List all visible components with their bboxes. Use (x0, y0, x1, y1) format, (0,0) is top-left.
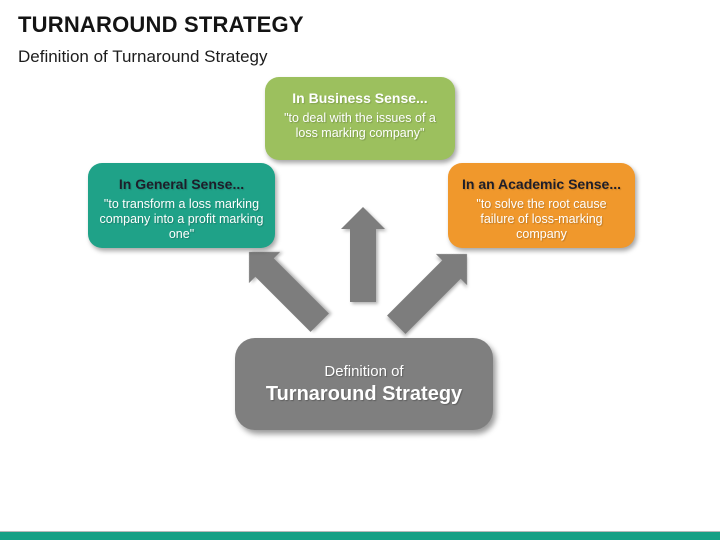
academic-sense-box: In an Academic Sense... "to solve the ro… (448, 163, 635, 248)
definition-center-line1: Definition of (324, 362, 404, 380)
business-sense-body: "to deal with the issues of a loss marki… (284, 111, 436, 140)
academic-sense-body: "to solve the root cause failure of loss… (476, 197, 607, 241)
arrow-up-icon (341, 207, 385, 302)
footer-accent-bar (0, 531, 720, 540)
academic-sense-title: In an Academic Sense... (462, 176, 621, 192)
page-title: TURNAROUND STRATEGY (18, 12, 304, 37)
general-sense-box: In General Sense... "to transform a loss… (88, 163, 275, 248)
arrow-up-left-icon (249, 252, 329, 332)
arrow-up-right-icon (387, 254, 467, 334)
definition-center-box: Definition of Turnaround Strategy (235, 338, 493, 430)
general-sense-title: In General Sense... (118, 176, 245, 192)
definition-center-line2: Turnaround Strategy (265, 382, 463, 405)
business-sense-title: In Business Sense... (292, 90, 428, 106)
business-sense-box: In Business Sense... "to deal with the i… (265, 77, 455, 160)
general-sense-body: "to transform a loss marking company int… (99, 197, 264, 241)
page-subtitle: Definition of Turnaround Strategy (18, 47, 268, 66)
